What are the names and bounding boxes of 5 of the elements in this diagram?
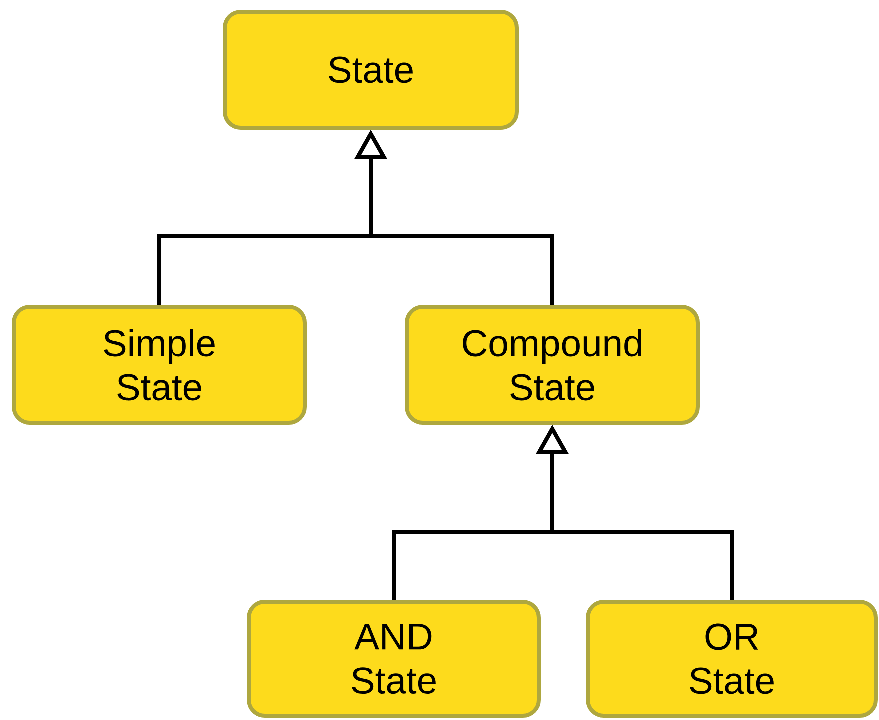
state-box: Simple State [12, 305, 307, 425]
state-box: Compound State [405, 305, 700, 425]
state-box: AND State [247, 600, 541, 718]
state-box: State [223, 10, 519, 130]
state-box: OR State [586, 600, 878, 718]
